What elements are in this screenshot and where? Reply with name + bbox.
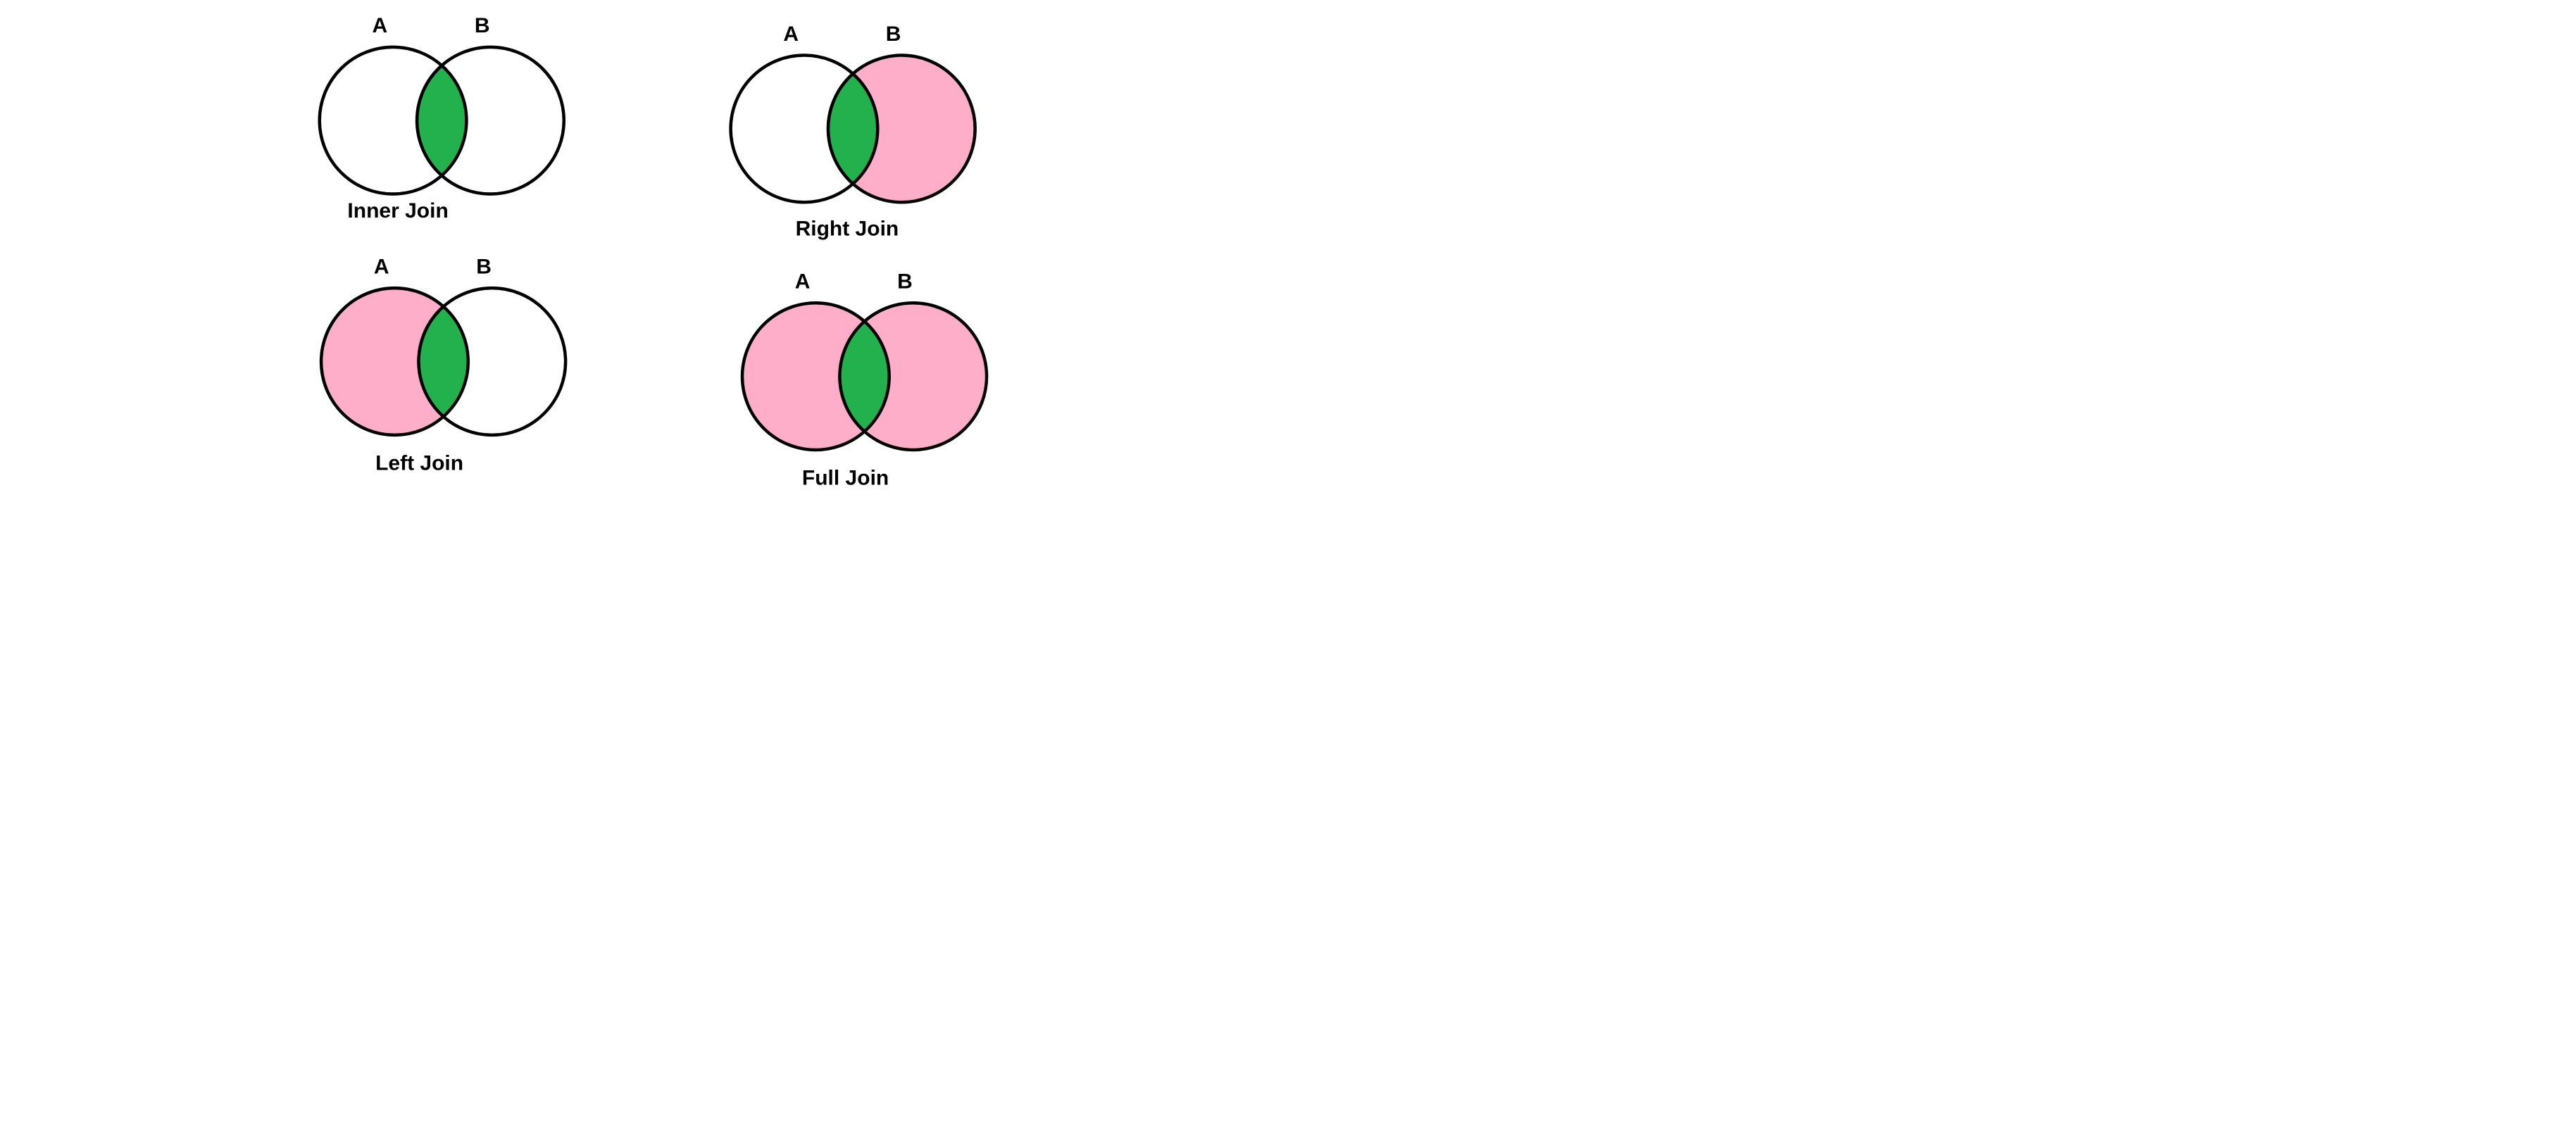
set-b-circle bbox=[415, 45, 566, 196]
set-a-circle bbox=[729, 54, 880, 204]
set-b-circle bbox=[826, 54, 977, 204]
set-a-label: A bbox=[795, 270, 811, 294]
intersection-region bbox=[417, 46, 467, 194]
diagram-caption: Inner Join bbox=[347, 199, 448, 222]
diagram-caption: Right Join bbox=[796, 218, 899, 241]
set-a-circle bbox=[318, 45, 468, 196]
venn-diagram-inner: A B Inner Join bbox=[318, 14, 566, 222]
set-b-circle bbox=[417, 286, 568, 437]
set-b-circle bbox=[838, 301, 989, 452]
venn-diagram-left: A B Left Join bbox=[319, 256, 568, 475]
set-a-label: A bbox=[783, 23, 799, 46]
intersection-region bbox=[839, 303, 889, 450]
diagram-caption: Full Join bbox=[802, 467, 889, 490]
set-a-label: A bbox=[372, 14, 387, 37]
set-b-label: B bbox=[897, 270, 913, 294]
intersection-region bbox=[827, 55, 878, 203]
diagram-caption: Left Join bbox=[375, 452, 463, 475]
set-b-label: B bbox=[475, 14, 490, 37]
set-b-label: B bbox=[476, 256, 492, 279]
venn-diagram-right: A B Right Join bbox=[729, 23, 977, 241]
set-b-label: B bbox=[886, 23, 901, 46]
set-a-label: A bbox=[374, 256, 389, 279]
venn-diagram-full: A B Full Join bbox=[740, 270, 989, 490]
set-a-circle bbox=[319, 286, 470, 437]
set-a-circle bbox=[740, 301, 891, 452]
intersection-region bbox=[418, 288, 468, 435]
